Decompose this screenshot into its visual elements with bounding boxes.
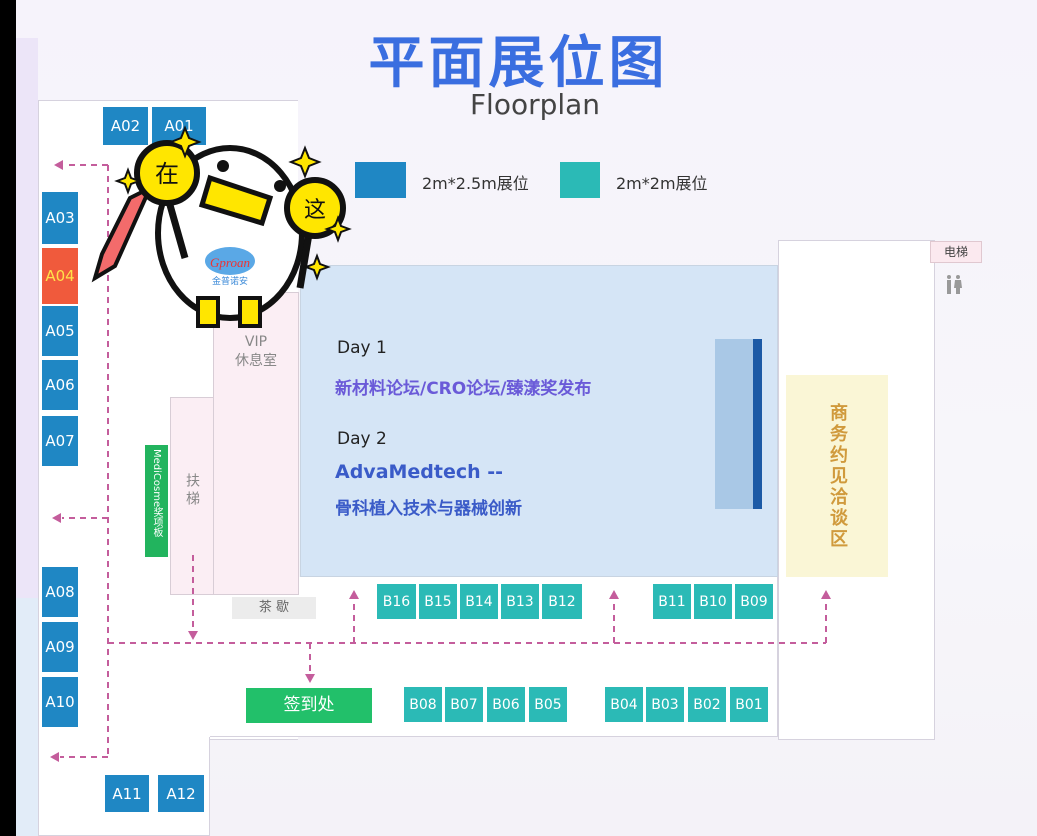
day1-text: 新材料论坛/CRO论坛/臻漾奖发布 — [335, 379, 592, 399]
day2-text: 骨科植入技术与器械创新 — [335, 499, 522, 519]
booth-b06[interactable]: B06 — [487, 687, 525, 722]
booth-b07[interactable]: B07 — [445, 687, 483, 722]
booth-b08[interactable]: B08 — [404, 687, 442, 722]
booth-b10[interactable]: B10 — [694, 584, 732, 619]
legend-label-large: 2m*2.5m展位 — [422, 174, 529, 193]
page-title: 平面展位图 — [368, 31, 669, 96]
check-in-desk: 签到处 — [246, 688, 372, 723]
sparkle-icons — [114, 125, 352, 281]
booth-a02[interactable]: A02 — [103, 107, 148, 145]
legend-label-small: 2m*2m展位 — [616, 174, 708, 193]
booth-a06[interactable]: A06 — [42, 360, 78, 410]
legend-swatch-small — [560, 162, 600, 198]
elevator: 电梯 — [930, 241, 982, 263]
booth-a07[interactable]: A07 — [42, 416, 78, 466]
booth-b13[interactable]: B13 — [501, 584, 539, 619]
booth-b04[interactable]: B04 — [605, 687, 643, 722]
booth-b16[interactable]: B16 — [377, 584, 416, 619]
forum-hall: Day 1 新材料论坛/CRO论坛/臻漾奖发布 Day 2 AdvaMedtec… — [300, 265, 778, 577]
page-subtitle: Floorplan — [469, 88, 601, 121]
day2-label: Day 2 — [337, 429, 387, 449]
booth-b09[interactable]: B09 — [735, 584, 773, 619]
booth-b03[interactable]: B03 — [646, 687, 684, 722]
booth-a10[interactable]: A10 — [42, 677, 78, 727]
corridor-strip-lower — [16, 598, 38, 836]
stage-screen — [753, 339, 762, 509]
booth-b14[interactable]: B14 — [460, 584, 498, 619]
tea-break: 茶 歇 — [232, 597, 316, 619]
vip-lounge: VIP 休息室 — [213, 292, 299, 595]
day2-title: AdvaMedtech -- — [335, 461, 504, 483]
escalator-label: 扶梯 — [184, 473, 200, 509]
escalator: 扶梯 — [170, 397, 214, 595]
sign-right — [284, 177, 346, 239]
booth-a04-highlighted[interactable]: A04 — [42, 248, 78, 304]
booth-b05[interactable]: B05 — [529, 687, 567, 722]
vip-label: VIP — [244, 334, 268, 350]
logo-text: Gproan — [210, 255, 250, 270]
sign-left — [134, 140, 200, 206]
booth-b15[interactable]: B15 — [419, 584, 457, 619]
legend-swatch-large — [355, 162, 406, 198]
booth-a03[interactable]: A03 — [42, 192, 78, 244]
stage-platform — [715, 339, 753, 509]
booth-b11[interactable]: B11 — [653, 584, 691, 619]
day1-label: Day 1 — [337, 338, 387, 358]
left-edge — [0, 0, 16, 836]
business-area-label: 商务约见洽谈区 — [827, 402, 848, 550]
logo-subtext: 金普诺安 — [212, 275, 248, 287]
corridor-strip — [16, 38, 38, 598]
booth-b01[interactable]: B01 — [730, 687, 768, 722]
pointer-arrow-icon — [91, 183, 155, 283]
booth-a09[interactable]: A09 — [42, 622, 78, 672]
booth-a08[interactable]: A08 — [42, 567, 78, 617]
award-board: MediCosme奖项板 — [145, 445, 168, 557]
booth-a05[interactable]: A05 — [42, 306, 78, 356]
sign-right-text: 这 — [304, 198, 326, 223]
business-meeting-area: 商务约见洽谈区 — [786, 375, 888, 577]
booth-a11[interactable]: A11 — [105, 775, 149, 812]
restroom-icon — [947, 275, 962, 294]
booth-b12[interactable]: B12 — [542, 584, 582, 619]
booth-a12[interactable]: A12 — [158, 775, 204, 812]
award-board-label: MediCosme奖项板 — [151, 449, 162, 538]
booth-b02[interactable]: B02 — [688, 687, 726, 722]
sign-left-text: 在 — [155, 160, 179, 188]
mascot-illustration: 在 这 Gproan 金普诺安 — [91, 125, 352, 328]
vip-label-2: 休息室 — [235, 353, 277, 369]
